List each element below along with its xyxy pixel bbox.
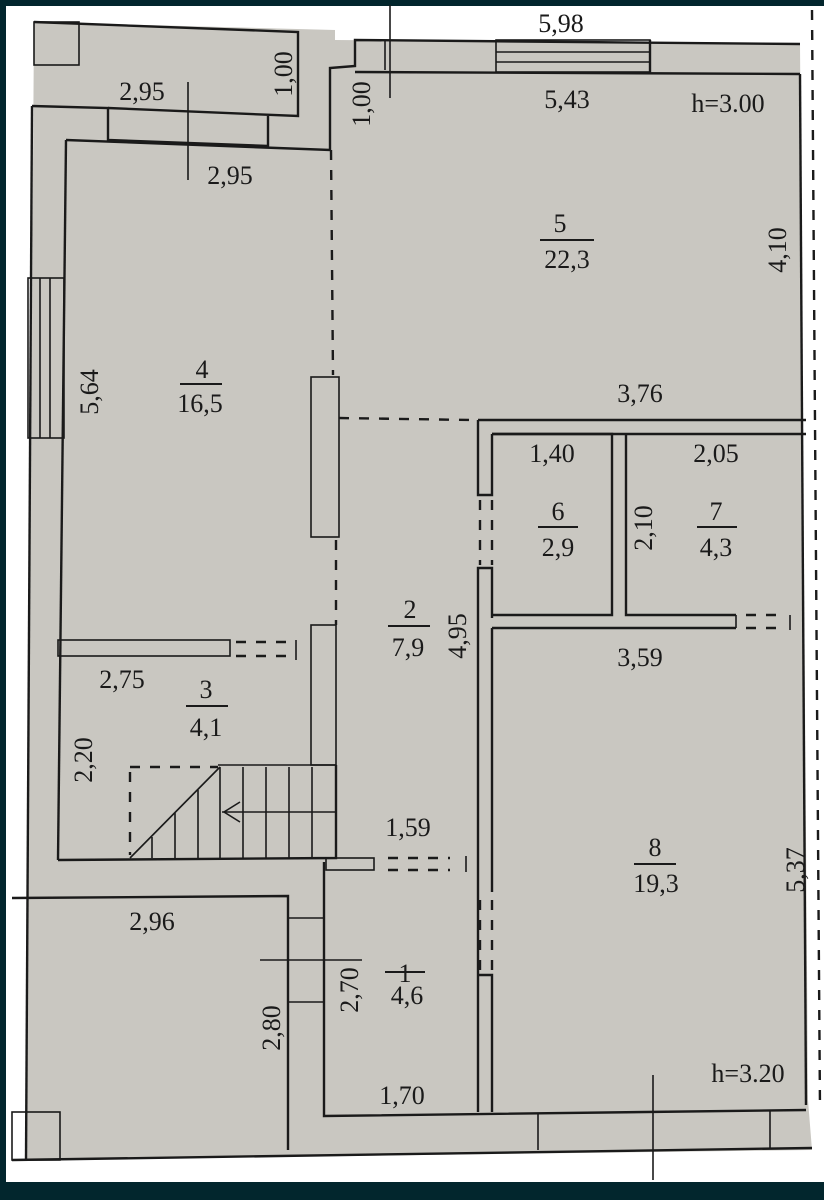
dim-room5-bottom: 3,76	[617, 379, 663, 408]
svg-text:4,3: 4,3	[700, 533, 733, 562]
room-4-label: 4 16,5	[177, 355, 223, 418]
dim-porch-left-bottom: 2,95	[207, 161, 253, 190]
svg-text:7,9: 7,9	[392, 633, 425, 662]
dim-room1-left: 2,70	[335, 967, 364, 1013]
dim-garage-right: 2,80	[257, 1005, 286, 1051]
room-8-label: 8 19,3	[633, 833, 679, 898]
svg-text:8: 8	[649, 833, 662, 862]
svg-text:2: 2	[404, 595, 417, 624]
dim-room8-right: 5,37	[781, 847, 810, 893]
svg-text:4,1: 4,1	[190, 713, 223, 742]
dim-room7-left: 2,10	[629, 505, 658, 551]
dim-room5-right: 4,10	[763, 227, 792, 273]
dim-room3-top: 2,75	[99, 665, 145, 694]
svg-text:4,6: 4,6	[391, 981, 424, 1010]
svg-text:4: 4	[196, 355, 209, 384]
svg-text:16,5: 16,5	[177, 389, 223, 418]
dim-garage-top: 2,96	[129, 907, 175, 936]
walls	[11, 5, 822, 1180]
svg-text:7: 7	[710, 497, 723, 526]
svg-text:22,3: 22,3	[544, 245, 590, 274]
dim-room8-top: 3,59	[617, 643, 663, 672]
svg-text:1: 1	[399, 959, 412, 988]
dim-top-overall: 5,98	[538, 9, 584, 38]
svg-text:5: 5	[554, 209, 567, 238]
dim-porch-depth-a: 1,00	[269, 51, 298, 97]
room-2-label: 2 7,9	[388, 595, 430, 662]
svg-text:3: 3	[200, 675, 213, 704]
dim-hall-bottom: 1,59	[385, 813, 431, 842]
dim-room7-top: 2,05	[693, 439, 739, 468]
svg-text:2,9: 2,9	[542, 533, 575, 562]
ceiling-height-lower: h=3.20	[711, 1059, 784, 1088]
svg-text:19,3: 19,3	[633, 869, 679, 898]
bottom-frame-bar	[0, 1182, 824, 1200]
dim-room2-right: 4,95	[443, 613, 472, 659]
dim-porch-left-top: 2,95	[119, 77, 165, 106]
dim-room6-top: 1,40	[529, 439, 575, 468]
room-5-label: 5 22,3	[540, 209, 594, 274]
dim-room4-left: 5,64	[75, 369, 104, 415]
ceiling-height-upper: h=3.00	[691, 89, 764, 118]
room-3-label: 3 4,1	[186, 675, 228, 742]
dim-porch-depth-b: 1,00	[347, 81, 376, 127]
room-7-label: 7 4,3	[697, 497, 737, 562]
room-1-label: 1 4,6	[385, 959, 425, 1010]
svg-text:6: 6	[552, 497, 565, 526]
room-6-label: 6 2,9	[538, 497, 578, 562]
dim-room3-left: 2,20	[69, 737, 98, 783]
dim-room5-top: 5,43	[544, 85, 590, 114]
dim-room1-bottom: 1,70	[379, 1081, 425, 1110]
plan-paper	[26, 22, 812, 1160]
